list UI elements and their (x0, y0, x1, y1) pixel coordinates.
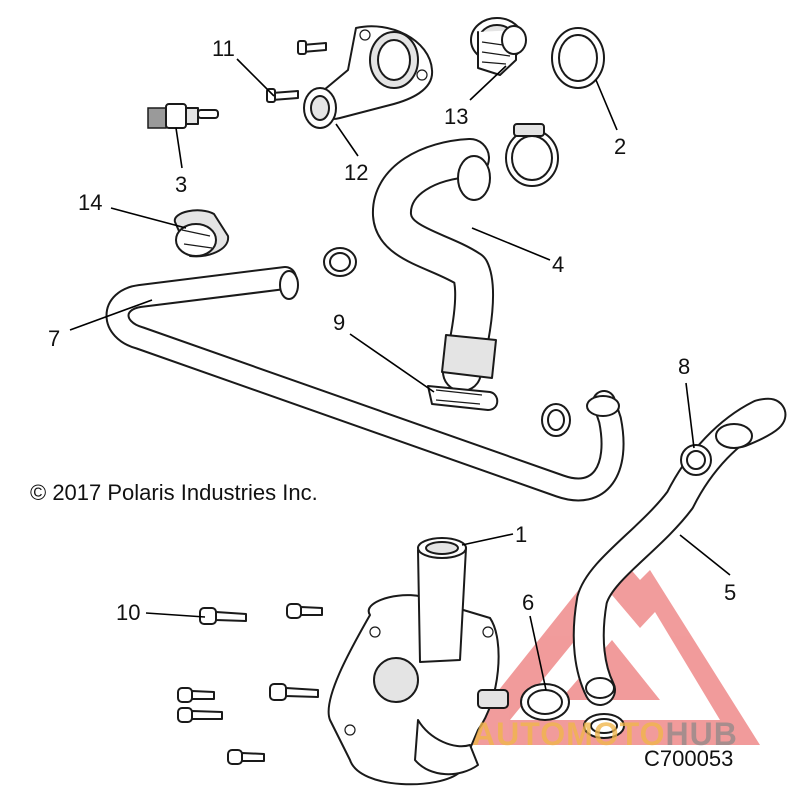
screws-part-11 (266, 40, 327, 103)
hose-clamp-part-8 (680, 444, 712, 476)
callout-9: 9 (333, 310, 345, 335)
watermark-moto: MOTO (566, 716, 666, 752)
copyright-notice: © 2017 Polaris Industries Inc. (30, 480, 318, 505)
leader-2 (595, 79, 618, 131)
watermark-auto: AUTO (472, 716, 567, 752)
leader-4 (471, 227, 551, 261)
hose-clamp-part-9 (427, 385, 499, 411)
leader-12 (335, 123, 359, 157)
leader-5 (679, 534, 731, 576)
hose-clamp-lower (583, 713, 625, 739)
leader-13 (469, 65, 507, 101)
callout-4: 4 (552, 252, 564, 277)
hose-clamp-middle (541, 403, 571, 437)
leader-6 (529, 615, 547, 691)
callout-13: 13 (444, 104, 468, 129)
seal-ring-part-6 (520, 683, 570, 721)
hose-clamp-upper (505, 123, 559, 187)
leader-3 (175, 127, 183, 169)
leader-1 (461, 533, 514, 546)
callout-3: 3 (175, 172, 187, 197)
leader-14 (110, 207, 187, 229)
coolant-pipe-part-7 (105, 266, 625, 502)
connector-part-14 (173, 209, 230, 258)
leader-8 (685, 382, 695, 449)
callout-6: 6 (522, 590, 534, 615)
hose-clamp-small (323, 247, 357, 277)
callout-5: 5 (724, 580, 736, 605)
coolant-hose-part-5 (572, 397, 787, 706)
figure-code: C700053 (644, 746, 734, 771)
callout-2: 2 (614, 134, 626, 159)
callout-1: 1 (515, 522, 527, 547)
coolant-hose-part-4 (372, 138, 497, 392)
callout-10: 10 (116, 600, 140, 625)
water-pump-part-1 (327, 537, 509, 786)
temperature-sensor-part-3 (147, 103, 219, 129)
thermostat-part-13 (470, 17, 527, 76)
watermark-text: AUTOMOTOHUB (472, 716, 738, 753)
leader-10 (145, 612, 206, 618)
callout-7: 7 (48, 326, 60, 351)
callout-8: 8 (678, 354, 690, 379)
leader-lines (69, 58, 731, 691)
callout-14: 14 (78, 190, 102, 215)
callout-labels: 1 2 3 4 5 6 7 8 9 10 11 12 13 14 (48, 36, 736, 625)
thermostat-housing-part-12 (303, 25, 434, 129)
callout-12: 12 (344, 160, 368, 185)
callout-11: 11 (212, 36, 235, 61)
leader-11 (236, 58, 275, 97)
bolts-part-10 (177, 603, 323, 765)
watermark-hub: HUB (665, 716, 738, 752)
leader-9 (349, 333, 435, 393)
seal-ring-part-2 (551, 27, 605, 89)
leader-7 (69, 299, 153, 331)
